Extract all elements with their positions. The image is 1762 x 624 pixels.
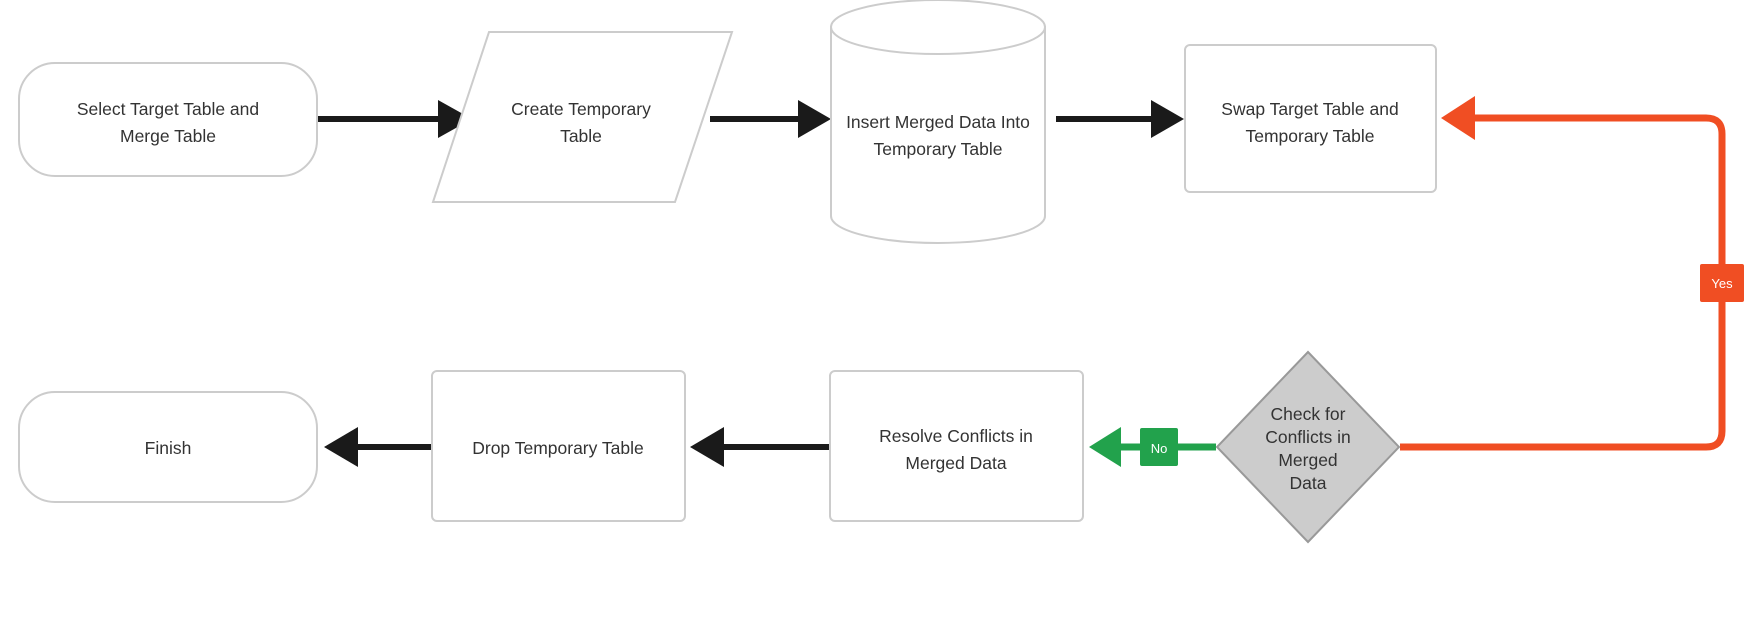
node-insert-merged-data-into-temporary-table[interactable]: Insert Merged Data Into Temporary Table <box>830 0 1046 244</box>
node-label-line: Select Target Table and <box>77 99 259 119</box>
arrowhead-icon <box>1441 96 1475 140</box>
node-shape-cylinder-body <box>830 26 1046 244</box>
edge-create-to-insert <box>710 100 831 138</box>
node-label-line: Swap Target Table and <box>1221 99 1398 119</box>
node-shape-diamond <box>1215 350 1401 544</box>
node-label-line: Resolve Conflicts in <box>879 426 1033 446</box>
node-drop-temporary-table[interactable]: Drop Temporary Table <box>431 370 686 522</box>
node-label-line: Conflicts in <box>1265 427 1351 447</box>
node-shape-parallelogram <box>431 31 734 203</box>
node-label-line: Temporary Table <box>873 139 1002 159</box>
node-label-line: Temporary Table <box>1245 126 1374 146</box>
edge-label-yes: Yes <box>1700 264 1744 302</box>
edge-drop-to-finish <box>324 427 431 467</box>
node-label-line: Merged <box>1278 450 1337 470</box>
edge-label-text: Yes <box>1711 276 1733 291</box>
node-shape-cylinder-top <box>830 0 1046 55</box>
node-shape-rectangle <box>1184 44 1437 193</box>
edge-path <box>1400 114 1726 451</box>
node-shape-rectangle <box>431 370 686 522</box>
node-label-line: Insert Merged Data Into <box>846 112 1030 132</box>
arrowhead-icon <box>324 427 358 467</box>
edge-label-badge <box>1700 264 1744 302</box>
node-label-line: Table <box>560 126 602 146</box>
arrowhead-icon <box>1089 427 1121 467</box>
edge-label-badge <box>1140 428 1178 466</box>
node-shape-rectangle <box>829 370 1084 522</box>
edge-label-text: No <box>1151 441 1168 456</box>
node-label-line: Merge Table <box>120 126 216 146</box>
arrowhead-icon <box>1151 100 1184 138</box>
node-label-line: Data <box>1290 473 1327 493</box>
node-swap-target-table-and-temporary-table[interactable]: Swap Target Table and Temporary Table <box>1184 44 1437 193</box>
node-label-line: Check for <box>1271 404 1346 424</box>
node-select-target-table-and-merge-table[interactable]: Select Target Table and Merge Table <box>18 62 318 177</box>
edge-check-to-swap-yes <box>1400 96 1726 451</box>
node-label-line: Finish <box>145 438 192 458</box>
arrowhead-icon <box>690 427 724 467</box>
node-resolve-conflicts-in-merged-data[interactable]: Resolve Conflicts in Merged Data <box>829 370 1084 522</box>
edge-insert-to-swap <box>1056 100 1184 138</box>
node-finish[interactable]: Finish <box>18 391 318 503</box>
node-label-line: Create Temporary <box>511 99 651 119</box>
arrowhead-icon <box>798 100 831 138</box>
node-create-temporary-table[interactable]: Create Temporary Table <box>431 31 734 203</box>
arrowhead-icon <box>438 100 472 138</box>
node-check-for-conflicts-in-merged-data[interactable]: Check for Conflicts in Merged Data <box>1215 350 1401 544</box>
node-label-line: Drop Temporary Table <box>472 438 644 458</box>
edge-label-no: No <box>1140 428 1178 466</box>
edge-resolve-to-drop <box>690 427 829 467</box>
node-label-line: Merged Data <box>905 453 1006 473</box>
node-shape-stadium <box>18 62 318 177</box>
node-shape-stadium <box>18 391 318 503</box>
edge-start-to-create <box>318 100 472 138</box>
